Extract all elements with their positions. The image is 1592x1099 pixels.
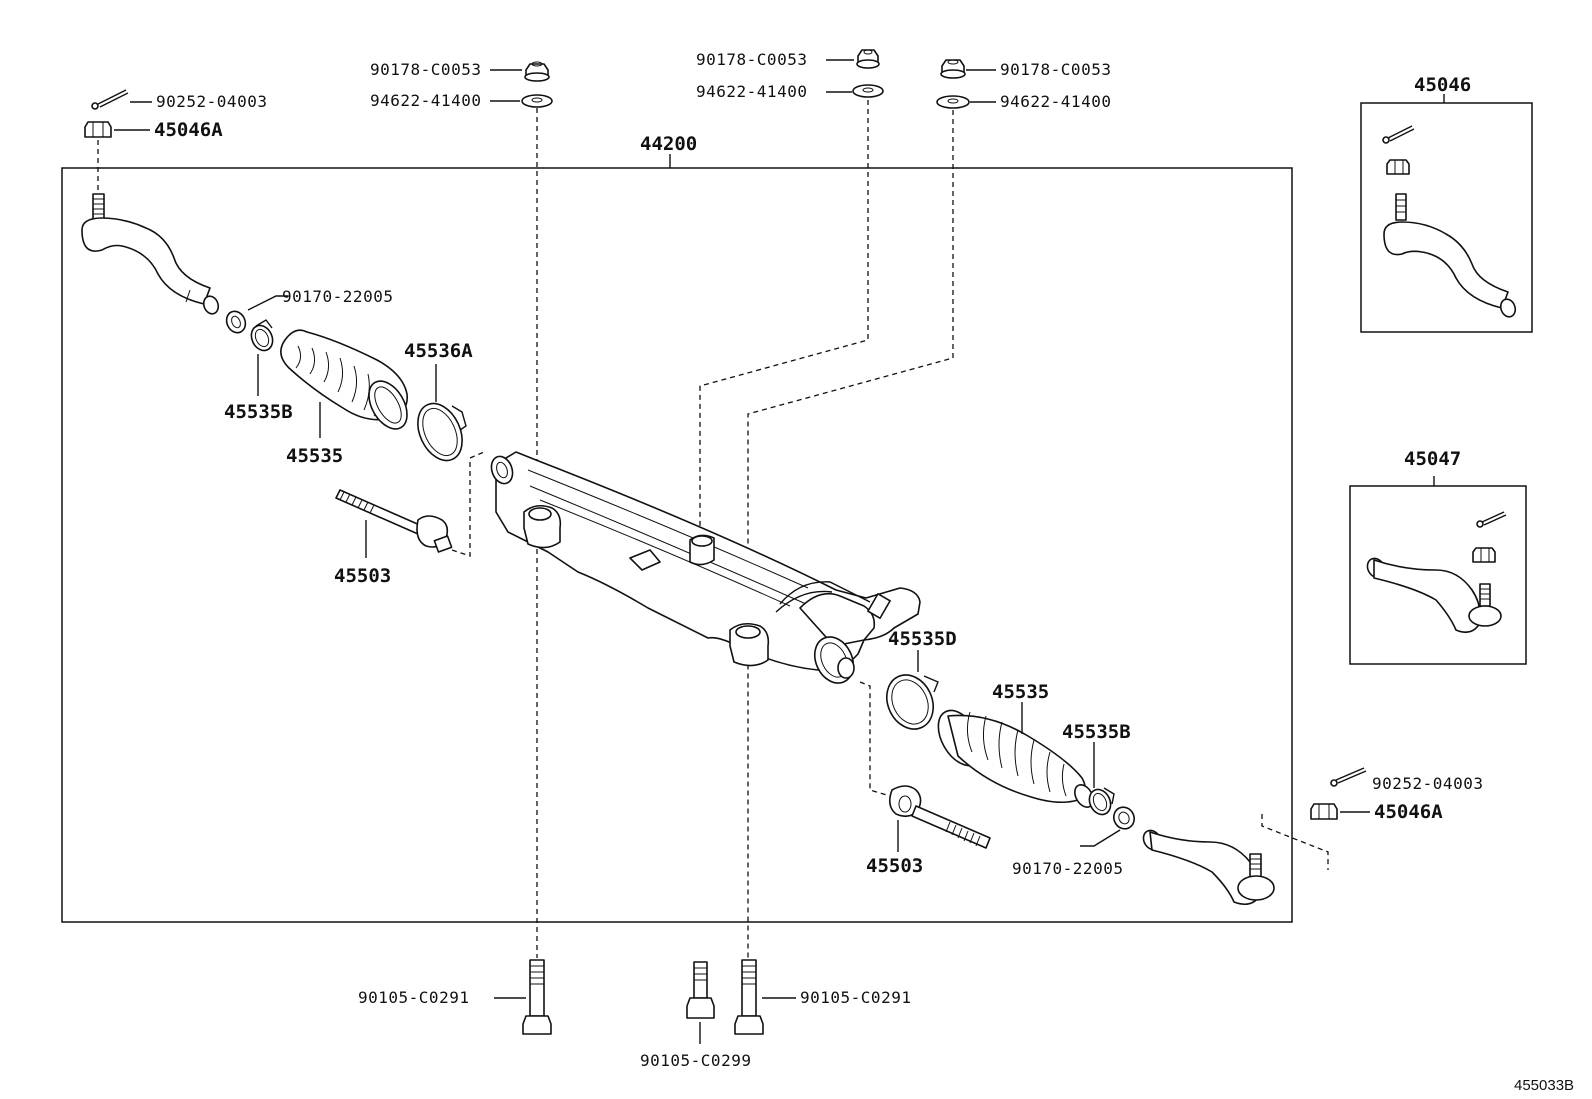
label-washer-right: 94622-41400	[1000, 92, 1111, 111]
steering-rack-housing-icon	[490, 451, 921, 684]
tie-rod-end-left-icon	[81, 193, 220, 315]
cotter-pin-right-icon	[1330, 767, 1367, 787]
tie-rod-end-right-icon	[1142, 829, 1275, 906]
inset-frame-45047	[1349, 485, 1527, 665]
label-clip-left: 90170-22005	[282, 287, 393, 306]
clip-left-icon	[225, 310, 247, 334]
label-castle-nut-left: 45046A	[154, 119, 223, 141]
label-tie-rod-right: 45503	[866, 855, 923, 877]
boot-band-left-icon	[417, 402, 467, 462]
label-tie-rod-left: 45503	[334, 565, 391, 587]
label-clamp-right: 45535B	[1062, 721, 1131, 743]
inset-label-45047: 45047	[1404, 448, 1461, 470]
clamp-right-icon	[1088, 787, 1115, 816]
boot-band-right-icon	[886, 674, 939, 730]
washer-right-icon	[936, 95, 970, 109]
nut-left-icon	[524, 61, 550, 82]
label-bolt-left: 90105-C0291	[358, 988, 469, 1007]
clamp-left-icon	[250, 319, 274, 352]
label-cotter-pin-right: 90252-04003	[1372, 774, 1483, 793]
bolt-center-icon	[686, 961, 715, 1019]
label-boot-band-left: 45536A	[404, 340, 473, 362]
castle-nut-left-icon	[84, 121, 112, 138]
label-washer-left: 94622-41400	[370, 91, 481, 110]
bolt-left-icon	[522, 959, 552, 1035]
label-boot-band-right: 45535D	[888, 628, 957, 650]
washer-center-icon	[852, 84, 884, 98]
nut-right-icon	[940, 59, 966, 79]
castle-nut-right-icon	[1310, 803, 1338, 820]
label-boot-right: 45535	[992, 681, 1049, 703]
label-clip-right: 90170-22005	[1012, 859, 1123, 878]
inset-45046-tie-rod-end-icon	[1382, 125, 1517, 318]
nut-center-icon	[856, 49, 880, 69]
bolt-right-icon	[734, 959, 764, 1035]
clip-right-icon	[1113, 806, 1135, 830]
label-washer-center: 94622-41400	[696, 82, 807, 101]
label-cotter-pin-left: 90252-04003	[156, 92, 267, 111]
figure-id: 455033B	[1514, 1077, 1574, 1094]
label-nut-top-right: 90178-C0053	[1000, 60, 1111, 79]
label-clamp-left: 45535B	[224, 401, 293, 423]
label-nut-top-center: 90178-C0053	[696, 50, 807, 69]
label-bolt-right: 90105-C0291	[800, 988, 911, 1007]
washer-left-icon	[521, 94, 553, 108]
label-nut-top-left: 90178-C0053	[370, 60, 481, 79]
inset-frame-45046	[1360, 102, 1533, 333]
boot-left-icon	[280, 329, 408, 430]
tie-rod-right-icon	[888, 785, 991, 849]
cotter-pin-left-icon	[91, 89, 129, 110]
inset-45047-tie-rod-end-icon	[1366, 511, 1507, 634]
label-boot-left: 45535	[286, 445, 343, 467]
assembly-frame	[61, 167, 1293, 923]
label-bolt-center: 90105-C0299	[640, 1051, 751, 1070]
assembly-number: 44200	[640, 133, 697, 155]
tie-rod-left-icon	[335, 489, 453, 553]
inset-label-45046: 45046	[1414, 74, 1471, 96]
boot-right-icon	[937, 709, 1094, 808]
label-castle-nut-right: 45046A	[1374, 801, 1443, 823]
